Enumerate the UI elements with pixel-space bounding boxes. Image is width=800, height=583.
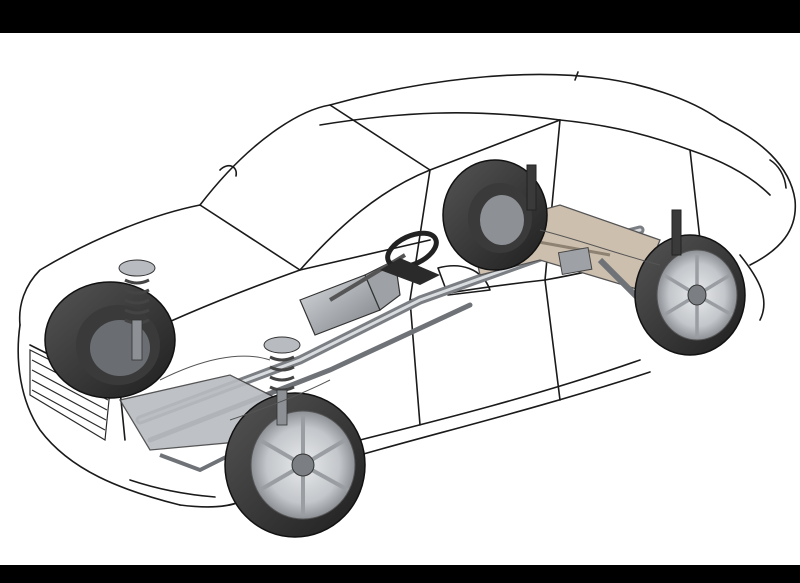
wheel-icon	[224, 392, 366, 538]
illustration-canvas	[0, 33, 800, 565]
wheel-icon	[634, 234, 746, 356]
letterbox-bottom	[0, 565, 800, 583]
coil-spring-icon	[118, 259, 156, 361]
rear-shock-absorber	[526, 164, 682, 256]
coil-spring-icon	[263, 336, 301, 426]
brake-lines	[159, 229, 661, 421]
steering-wheel-icon	[328, 230, 440, 302]
chassis-illustration	[17, 71, 797, 538]
wheel-icon	[44, 281, 176, 399]
letterbox-top	[0, 0, 800, 33]
wheel-icon	[442, 159, 548, 271]
